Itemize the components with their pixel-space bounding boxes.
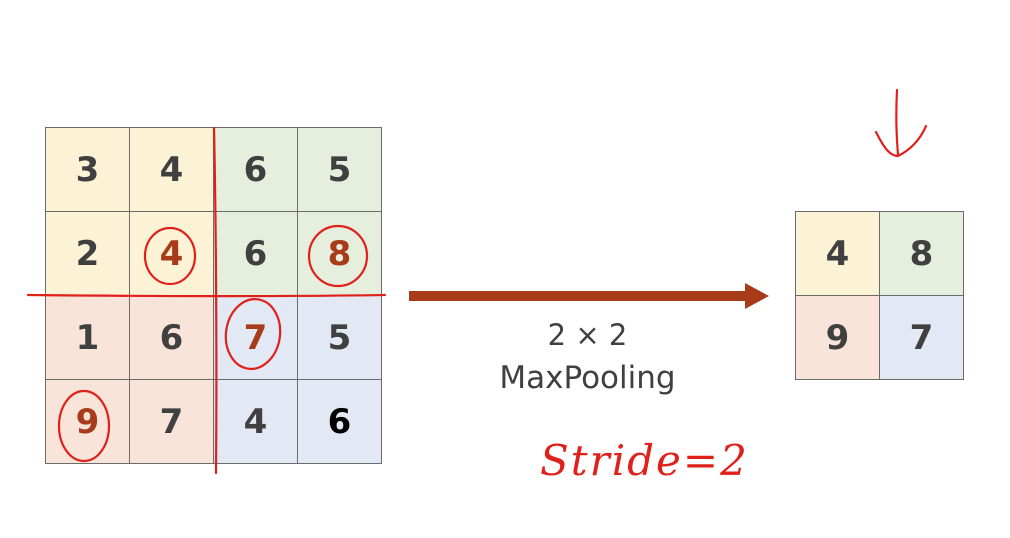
maxpool-arrow	[409, 283, 769, 309]
input-cell-r2-c3: 6	[214, 212, 298, 296]
output-cell-r2-c2: 7	[880, 296, 964, 380]
input-cell-r3-c1: 1	[46, 296, 130, 380]
pool-size-label: 2 × 2	[547, 318, 628, 352]
input-cell-r3-c3: 7	[214, 296, 298, 380]
output-cell-r2-c1: 9	[796, 296, 880, 380]
input-cell-r4-c2: 7	[130, 380, 214, 464]
input-cell-r2-c1: 2	[46, 212, 130, 296]
input-cell-r4-c4: 6	[298, 380, 382, 464]
arrow-shaft	[409, 291, 749, 301]
down-arrow-stroke	[874, 88, 928, 158]
input-cell-r1-c3: 6	[214, 128, 298, 212]
input-cell-r1-c1: 3	[46, 128, 130, 212]
output-cell-r1-c2: 8	[880, 212, 964, 296]
arrow-head	[745, 283, 769, 309]
stride-note: Stride=2	[540, 436, 749, 485]
input-cell-r4-c1: 9	[46, 380, 130, 464]
input-cell-r1-c4: 5	[298, 128, 382, 212]
input-cell-r3-c2: 6	[130, 296, 214, 380]
pool-operation-label: MaxPooling	[499, 360, 676, 396]
input-cell-r2-c2: 4	[130, 212, 214, 296]
input-cell-r3-c4: 5	[298, 296, 382, 380]
input-cell-r4-c3: 4	[214, 380, 298, 464]
input-cell-r1-c2: 4	[130, 128, 214, 212]
input-cell-r2-c4: 8	[298, 212, 382, 296]
output-cell-r1-c1: 4	[796, 212, 880, 296]
